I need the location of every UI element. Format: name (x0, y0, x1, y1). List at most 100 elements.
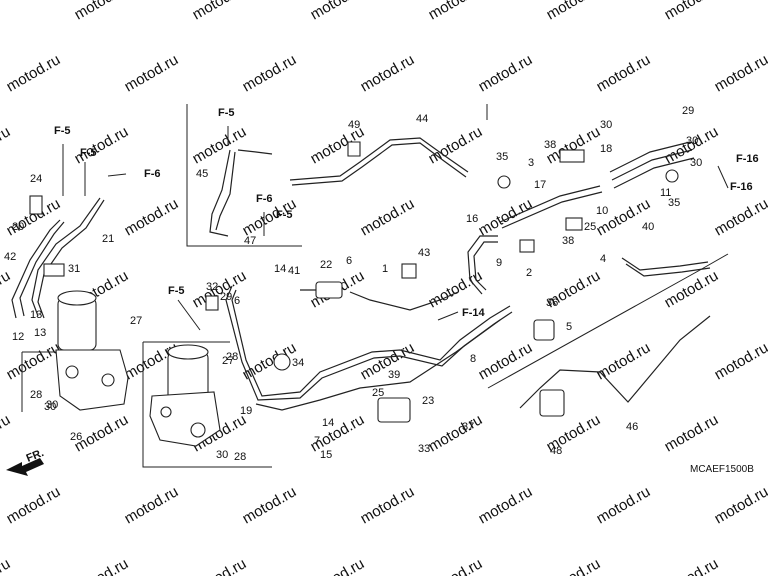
watermark-text: motod.ru (0, 267, 13, 311)
watermark-text: motod.ru (0, 0, 13, 23)
lower-left-inset-frame (142, 341, 272, 468)
watermark-text: motod.ru (358, 195, 418, 239)
brake-pipe-45 (209, 149, 231, 237)
reference-label: F-5 (276, 209, 293, 221)
watermark-text: motod.ru (308, 555, 368, 576)
watermark-text: motod.ru (544, 0, 604, 23)
part-number-label: 33 (418, 443, 430, 455)
watermark-text: motod.ru (544, 555, 604, 576)
watermark-text: motod.ru (426, 0, 486, 23)
clip-49 (347, 141, 361, 157)
reference-label: F-5 (168, 285, 185, 297)
part-number-label: 37 (462, 421, 474, 433)
part-number-label: 30 (600, 119, 612, 131)
diagram-code: MCAEF1500B (690, 464, 754, 475)
part-number-label: 30 (44, 401, 56, 413)
part-number-label: 16 (466, 213, 478, 225)
part-number-label: 24 (30, 173, 42, 185)
watermark-text: motod.ru (240, 51, 300, 95)
watermark-text: motod.ru (308, 0, 368, 23)
brake-pipe-4 (621, 257, 709, 271)
part-number-label: 23 (422, 395, 434, 407)
part-number-label: 42 (4, 251, 16, 263)
part-number-label: 14 (274, 263, 286, 275)
watermark-text: motod.ru (4, 483, 64, 527)
brake-hose-11b (611, 149, 693, 181)
brake-pipe-center-d (349, 291, 459, 311)
part-number-label: 29 (682, 105, 694, 117)
part-number-label: 43 (418, 247, 430, 259)
watermark-text: motod.ru (72, 123, 132, 167)
watermark-text: motod.ru (122, 195, 182, 239)
brake-pipe-left-d (37, 199, 105, 319)
part-number-label: 18 (600, 143, 612, 155)
watermark-text: motod.ru (594, 339, 654, 383)
grommet-34 (273, 353, 291, 371)
watermark-text: motod.ru (122, 483, 182, 527)
part-number-label: 38 (544, 139, 556, 151)
top-inset-frame (186, 104, 488, 247)
part-number-label: 13 (30, 309, 42, 321)
watermark-text: motod.ru (476, 483, 536, 527)
watermark-text: motod.ru (594, 51, 654, 95)
watermark-text: motod.ru (426, 267, 486, 311)
reference-label: F-16 (736, 153, 759, 165)
watermark-text: motod.ru (4, 339, 64, 383)
part-number-label: 4 (600, 253, 606, 265)
part-number-label: 44 (416, 113, 428, 125)
watermark-text: motod.ru (426, 411, 486, 455)
left-inset-frame (21, 351, 60, 412)
front-arrow-icon (6, 458, 44, 476)
part-number-label: 48 (550, 445, 562, 457)
part-number-label: 49 (348, 119, 360, 131)
part-number-label: 30 (46, 399, 58, 411)
part-number-label: 12 (12, 331, 24, 343)
brake-pipe-4b (625, 263, 711, 277)
brake-pipe-center-a (231, 289, 511, 397)
watermark-text: motod.ru (0, 411, 13, 455)
bracket-23 (377, 397, 411, 423)
part-number-label: 26 (70, 431, 82, 443)
clamp-31 (43, 263, 65, 277)
watermark-text: motod.ru (358, 51, 418, 95)
grommet-35 (497, 175, 511, 189)
watermark-text: motod.ru (358, 483, 418, 527)
watermark-text: motod.ru (662, 0, 722, 23)
brake-pipe-44b (291, 142, 467, 186)
reference-label: F-5 (80, 147, 97, 159)
brake-pipe-left-b (19, 221, 65, 317)
part-number-label: 28 (234, 451, 246, 463)
clip-2 (519, 239, 535, 253)
reference-label: F-5 (218, 107, 235, 119)
part-number-label: 32 (206, 281, 218, 293)
watermark-text: motod.ru (712, 339, 768, 383)
brake-pipe-left-c (31, 197, 101, 317)
part-number-label: 15 (320, 449, 332, 461)
reference-label: F-6 (144, 168, 161, 180)
brake-pipe-46 (519, 315, 711, 409)
watermark-text: motod.ru (240, 483, 300, 527)
clamp-32 (205, 295, 219, 311)
watermark-text: motod.ru (190, 123, 250, 167)
brake-pipe-44 (289, 137, 469, 181)
clip-24 (565, 217, 583, 231)
part-number-label: 31 (68, 263, 80, 275)
joint-22 (315, 281, 343, 299)
part-number-label: 38 (562, 235, 574, 247)
watermark-text: motod.ru (712, 195, 768, 239)
part-number-label: 25 (584, 221, 596, 233)
brake-pipe-upper (237, 149, 273, 155)
watermark-text: motod.ru (662, 411, 722, 455)
part-number-label: 41 (288, 265, 300, 277)
reference-label: F-5 (54, 125, 71, 137)
watermark-text: motod.ru (426, 555, 486, 576)
part-number-label: 35 (496, 151, 508, 163)
part-number-label: 2 (526, 267, 532, 279)
part-number-label: 1 (382, 263, 388, 275)
part-number-label: 28 (30, 389, 42, 401)
watermark-text: motod.ru (0, 555, 13, 576)
part-number-label: 46 (626, 421, 638, 433)
